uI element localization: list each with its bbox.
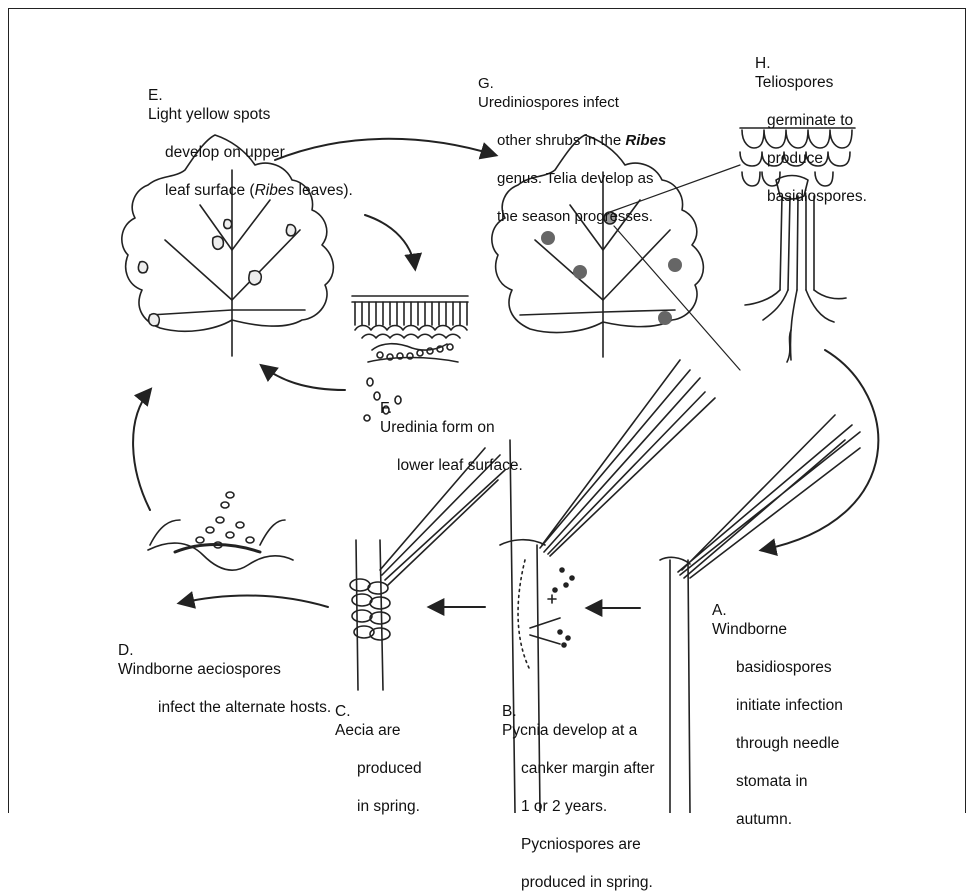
- label-b-line4: Pycniospores are: [502, 836, 641, 853]
- label-a-line4: through needle: [712, 735, 839, 752]
- label-b-letter: B.: [502, 703, 517, 720]
- label-d: D. Windborne aeciospores infect the alte…: [118, 622, 331, 717]
- label-d-line2: infect the alternate hosts.: [118, 699, 331, 716]
- label-h-line4: basidiospores.: [755, 188, 867, 205]
- arrow-d-to-e: [133, 390, 150, 510]
- label-b-line3: 1 or 2 years.: [502, 798, 607, 815]
- label-f-line2: lower leaf surface.: [380, 457, 523, 474]
- label-h-line1: Teliospores: [755, 74, 833, 91]
- label-a-letter: A.: [712, 602, 727, 619]
- label-b-line1: Pycnia develop at a: [502, 722, 637, 739]
- label-e: E. Light yellow spots develop on upper l…: [148, 67, 353, 200]
- label-g-letter: G.: [478, 75, 494, 92]
- label-a: A. Windborne basidiospores initiate infe…: [712, 582, 843, 829]
- label-e-line1: Light yellow spots: [148, 106, 270, 123]
- aecium-section-d: [148, 492, 293, 570]
- pine-branch-c: [350, 448, 505, 690]
- label-b-line5: produced in spring.: [502, 874, 653, 891]
- label-c: C. Aecia are produced in spring.: [335, 683, 422, 816]
- label-e-line3a: leaf surface (: [148, 182, 255, 199]
- label-c-line2: produced: [335, 760, 422, 777]
- label-a-line3: initiate infection: [712, 697, 843, 714]
- label-g-line2a: other shrubs in the: [478, 132, 625, 149]
- label-c-line3: in spring.: [335, 798, 420, 815]
- label-g-line1: Urediniospores infect: [478, 94, 619, 111]
- label-e-letter: E.: [148, 87, 163, 104]
- label-d-line1: Windborne aeciospores: [118, 661, 281, 678]
- label-g-line3: genus. Telia develop as: [478, 170, 654, 187]
- label-b-line2: canker margin after: [502, 760, 655, 777]
- label-f: F. Uredinia form on lower leaf surface.: [380, 380, 523, 475]
- label-g-genus: Ribes: [625, 132, 666, 149]
- arrow-f-to-e: [262, 366, 345, 390]
- arrow-e-to-f: [365, 215, 415, 268]
- label-h-letter: H.: [755, 55, 771, 72]
- label-a-line5: stomata in: [712, 773, 808, 790]
- label-d-letter: D.: [118, 642, 134, 659]
- label-h: H. Teliospores germinate to produce basi…: [755, 35, 867, 206]
- label-g-line4: the season progresses.: [478, 208, 653, 225]
- label-h-line2: germinate to: [755, 112, 853, 129]
- label-c-line1: Aecia are: [335, 722, 400, 739]
- label-a-line1: Windborne: [712, 621, 787, 638]
- label-a-line2: basidiospores: [712, 659, 832, 676]
- label-h-line3: produce: [755, 150, 823, 167]
- label-e-line3b: leaves).: [294, 182, 353, 199]
- label-g: G. Urediniospores infect other shrubs in…: [478, 55, 666, 226]
- label-f-line1: Uredinia form on: [380, 419, 495, 436]
- arrow-c-to-d: [180, 596, 328, 607]
- label-b: B. Pycnia develop at a canker margin aft…: [502, 683, 655, 892]
- label-c-letter: C.: [335, 703, 351, 720]
- label-e-genus: Ribes: [255, 182, 295, 199]
- label-e-line2: develop on upper: [148, 144, 285, 161]
- label-f-letter: F.: [380, 400, 392, 417]
- arrow-h-to-a: [762, 350, 878, 550]
- label-a-line6: autumn.: [712, 811, 792, 828]
